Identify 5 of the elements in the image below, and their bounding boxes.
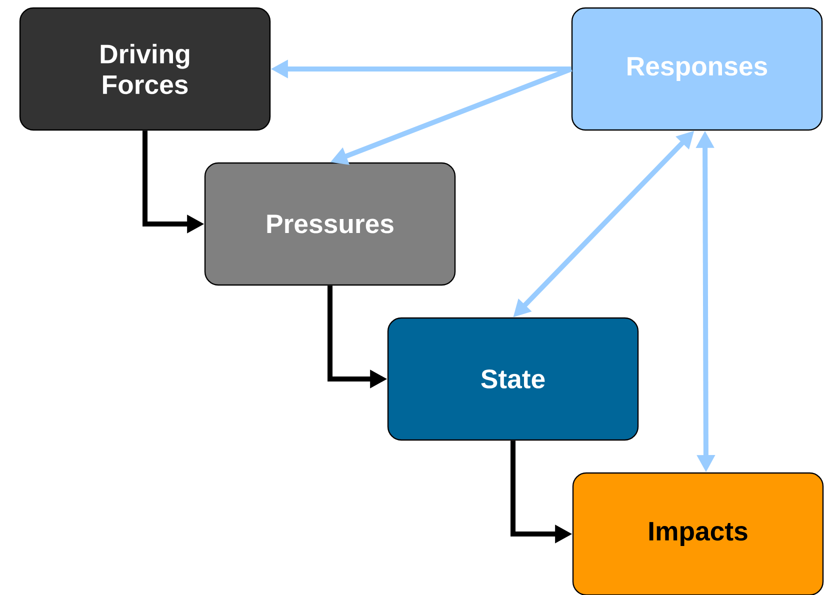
process-box: Impacts [572,472,824,595]
process-box: State [387,317,639,441]
process-box: Driving Forces [19,7,271,131]
process-box: Pressures [204,162,456,286]
process-box: Responses [571,7,823,131]
